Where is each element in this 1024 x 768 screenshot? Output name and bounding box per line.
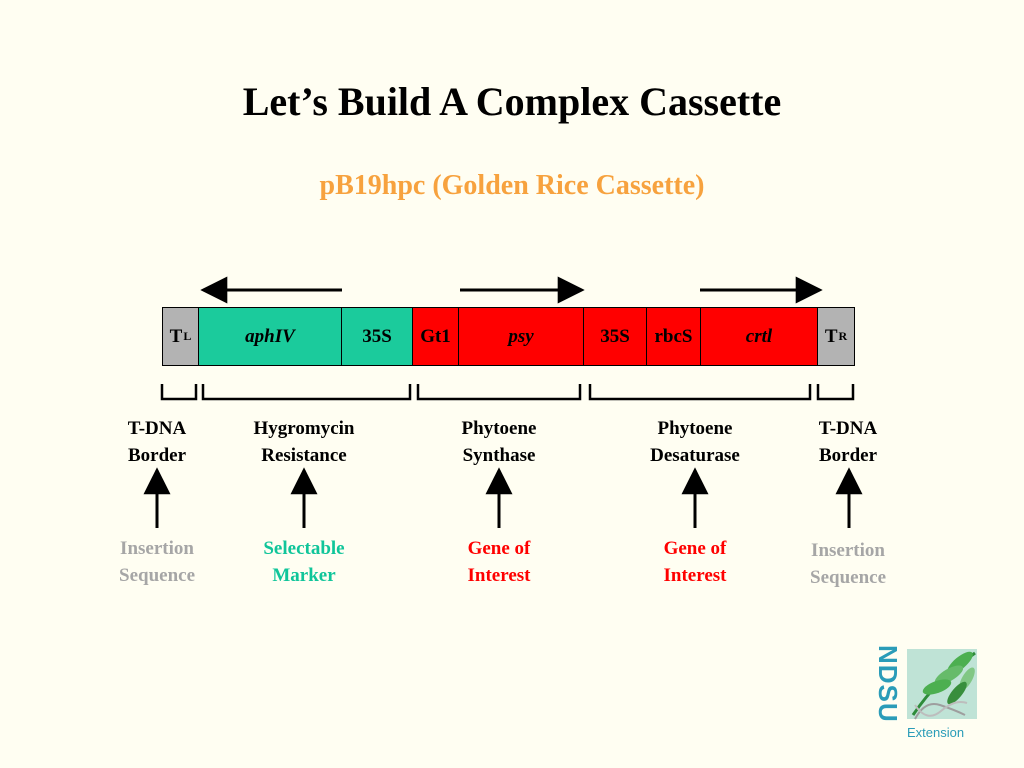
region-label-psy-line2: Synthase [462,445,536,466]
segment-tl-label: T [169,325,183,347]
region-label-tl-line2: Border [127,445,187,466]
region-label-tr-line1: T-DNA [818,418,878,439]
region-label-crtl-line1: Phytoene [657,418,733,439]
slide-subtitle: pB19hpc (Golden Rice Cassette) [319,170,705,201]
role-label-hygromycin-line1: Selectable [263,538,345,559]
segment-crtl-label: crtl [745,325,773,347]
segment-psy: psy [459,308,584,365]
segment-psy-label: psy [508,325,534,347]
bracket-phytoene-synthase [416,384,582,401]
role-label-crtl-line1: Gene of [663,538,727,559]
region-label-psy: Phytoene Synthase [462,415,537,469]
segment-gt1: Gt1 [413,308,459,365]
role-label-psy: Gene of Interest [468,535,531,589]
segment-tr-label: T [824,325,838,347]
role-label-crtl: Gene of Interest [664,535,727,589]
region-label-crtl: Phytoene Desaturase [650,415,740,469]
role-label-tl-line2: Sequence [119,565,195,586]
segment-tr-sub: R [838,329,848,343]
segment-crtl: crtl [701,308,818,365]
role-label-psy-line2: Interest [467,565,531,586]
segment-gt1-label: Gt1 [420,325,451,347]
role-label-tl-line1: Insertion [120,538,194,559]
region-label-crtl-line2: Desaturase [650,445,740,466]
segment-tl-sub: L [183,329,192,343]
slide-title: Let’s Build A Complex Cassette [242,79,782,124]
segment-rbcs-label: rbcS [654,325,693,347]
logo-ndsu-text: NDSU [873,645,903,723]
region-label-hygromycin-line1: Hygromycin [253,418,355,439]
logo-extension-text: Extension [907,725,965,740]
bracket-tr [816,384,855,401]
bracket-hygromycin [201,384,412,401]
region-label-psy-line1: Phytoene [461,418,537,439]
role-label-tr-line1: Insertion [811,540,885,561]
segment-aphiv-label: aphIV [245,325,295,347]
region-label-hygromycin-line2: Resistance [261,445,347,466]
bracket-phytoene-desaturase [588,384,812,401]
segment-35s-b-label: 35S [600,325,630,347]
ndsu-extension-logo: NDSU Extension [872,645,982,745]
role-label-tr: Insertion Sequence [810,537,886,591]
segment-35s-b: 35S [584,308,647,365]
role-label-tl: Insertion Sequence [119,535,195,589]
region-label-hygromycin: Hygromycin Resistance [254,415,355,469]
region-label-tl: T-DNA Border [128,415,186,469]
segment-35s-a-label: 35S [362,325,392,347]
role-label-hygromycin: Selectable Marker [263,535,344,589]
role-label-psy-line1: Gene of [467,538,531,559]
region-label-tr-line2: Border [818,445,878,466]
segment-35s-a: 35S [342,308,413,365]
segment-rbcs: rbcS [647,308,701,365]
role-label-hygromycin-line2: Marker [272,565,336,586]
region-label-tl-line1: T-DNA [127,418,187,439]
leaf-dna-icon [907,649,977,720]
role-label-crtl-line2: Interest [663,565,727,586]
role-label-tr-line2: Sequence [810,567,886,588]
region-label-tr: T-DNA Border [819,415,877,469]
bracket-tl [160,384,198,401]
segment-aphiv: aphIV [199,308,342,365]
